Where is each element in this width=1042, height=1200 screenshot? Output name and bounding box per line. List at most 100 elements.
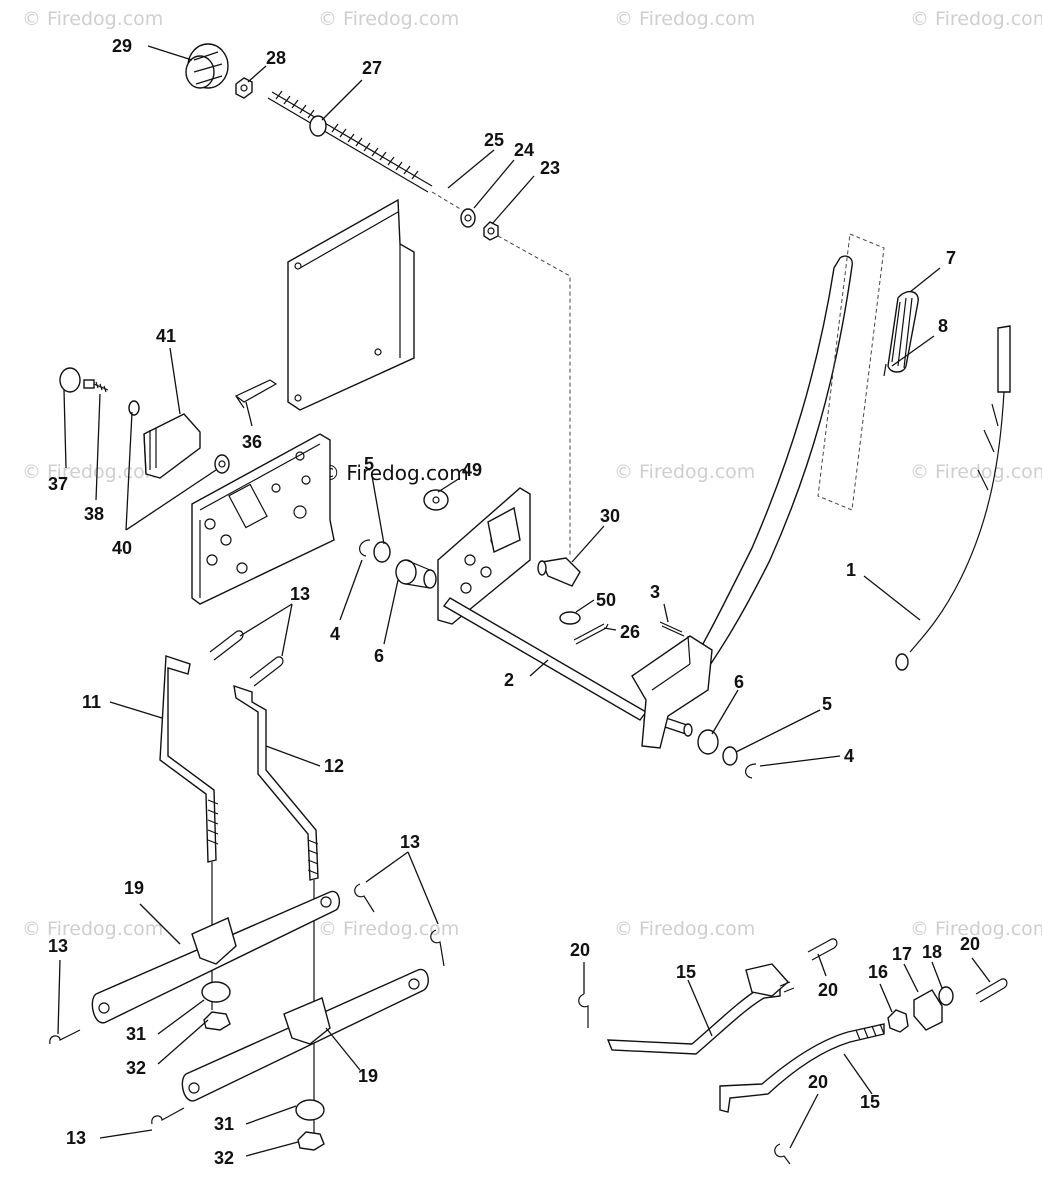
linkage-rod-part [719, 1023, 885, 1113]
callout-label: 16 [868, 962, 888, 982]
callout-label: 28 [266, 48, 286, 68]
washer-part [128, 400, 140, 416]
callout-labels: 29 28 27 25 24 23 7 8 41 37 38 40 36 5 4… [48, 36, 980, 1168]
hairpin-part [774, 1143, 791, 1165]
callout-label: 19 [358, 1066, 378, 1086]
lift-arm-part [91, 890, 341, 1024]
nut-part [203, 1011, 231, 1031]
callout-label: 30 [600, 506, 620, 526]
ferrule-part [938, 986, 954, 1006]
callout-label: 13 [290, 584, 310, 604]
callout-label: 6 [374, 646, 384, 666]
cotter-pin-part [573, 623, 609, 645]
cap-part [59, 367, 81, 393]
hairpin-part [249, 656, 284, 687]
link-rod-part [159, 655, 219, 863]
callout-label: 24 [514, 140, 534, 160]
callout-label: 19 [124, 878, 144, 898]
hairpin-part [578, 993, 589, 1028]
cable-part [895, 325, 1011, 671]
bolt-part [83, 379, 109, 393]
callout-label: 3 [650, 582, 660, 602]
callout-label: 49 [462, 460, 482, 480]
block-part [913, 989, 943, 1031]
dial-knob-part [143, 413, 201, 479]
callout-label: 37 [48, 474, 68, 494]
lift-arm-part [181, 968, 429, 1102]
reference-zone [817, 233, 885, 511]
callout-label: 4 [330, 624, 340, 644]
callout-label: 40 [112, 538, 132, 558]
callout-label: 20 [570, 940, 590, 960]
nut-part [483, 221, 499, 241]
washer-part [460, 208, 476, 228]
callout-label: 15 [676, 962, 696, 982]
hairpin-part [49, 1029, 81, 1045]
callout-label: 13 [48, 936, 68, 956]
watermark: © Firedog.com [318, 918, 459, 940]
callout-label: 32 [126, 1058, 146, 1078]
hairpin-part [209, 630, 244, 661]
callout-label: 4 [844, 746, 854, 766]
washer-part [423, 489, 449, 511]
hairpin-part [807, 938, 838, 961]
watermark: © Firedog.com [614, 8, 755, 30]
callout-label: 20 [960, 934, 980, 954]
spacer-part [295, 1099, 325, 1121]
callout-label: 32 [214, 1148, 234, 1168]
callout-label: 13 [400, 832, 420, 852]
callout-label: 6 [734, 672, 744, 692]
pivot-plate-part [437, 487, 531, 625]
callout-label: 13 [66, 1128, 86, 1148]
callout-label: 11 [82, 692, 101, 712]
console-plate-part [287, 198, 415, 411]
watermark-center: © Firedog.com [320, 461, 469, 485]
e-ring-part [745, 763, 757, 779]
washer-part [373, 541, 391, 563]
fitting-part [537, 557, 581, 587]
watermark: © Firedog.com [22, 918, 163, 940]
callout-label: 12 [324, 756, 344, 776]
callout-label: 41 [156, 326, 176, 346]
washer-part [559, 611, 581, 625]
lever-part [631, 255, 853, 749]
callout-label: 25 [484, 130, 504, 150]
watermark: © Firedog.com [318, 8, 459, 30]
clip-part [234, 379, 278, 409]
callout-label: 29 [112, 36, 132, 56]
hairpin-part [975, 978, 1008, 1003]
callout-label: 8 [938, 316, 948, 336]
grip-part [887, 291, 919, 373]
callout-label: 7 [946, 248, 956, 268]
callout-label: 5 [822, 694, 832, 714]
watermark: © Firedog.com [910, 8, 1042, 30]
callout-label: 20 [818, 980, 838, 1000]
callout-label: 26 [620, 622, 640, 642]
bushing-part [395, 559, 437, 589]
mount-plate-part [191, 433, 335, 605]
callout-label: 23 [540, 158, 560, 178]
callout-label: 1 [846, 560, 856, 580]
washer-part [214, 454, 230, 474]
nut-part [235, 77, 253, 99]
hairpin-part [151, 1107, 185, 1125]
parts-layer [49, 43, 1011, 1165]
watermark-layer: © Firedog.com © Firedog.com © Firedog.co… [22, 8, 1042, 940]
watermark: © Firedog.com [22, 8, 163, 30]
callout-label: 18 [922, 942, 942, 962]
nut-part [887, 1009, 909, 1033]
watermark: © Firedog.com [910, 461, 1042, 483]
watermark: © Firedog.com [22, 461, 163, 483]
knob-part [185, 43, 229, 89]
callout-label: 31 [126, 1024, 146, 1044]
callout-label: 2 [504, 670, 514, 690]
callout-label: 36 [242, 432, 262, 452]
callout-label: 17 [892, 944, 912, 964]
leader-lines [57, 45, 991, 1157]
callout-label: 50 [596, 590, 616, 610]
e-ring-part [359, 539, 371, 557]
threaded-rod-part [267, 90, 433, 193]
hairpin-part [354, 883, 375, 913]
callout-label: 20 [808, 1072, 828, 1092]
